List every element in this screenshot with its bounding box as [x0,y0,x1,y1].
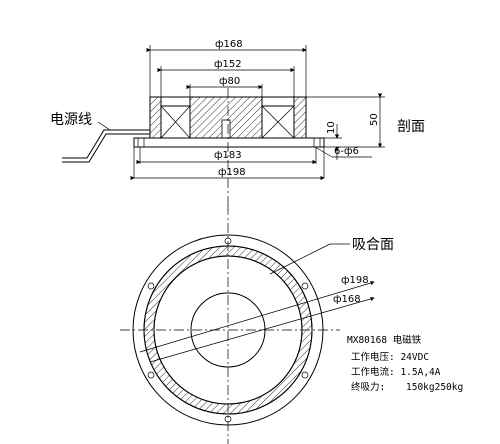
bolt-hole [224,237,232,245]
section-view: ф168 ф152 ф80 [50,39,425,210]
label-section: 剖面 [397,119,425,135]
coil-circle [153,255,303,405]
bolt-hole [147,371,155,379]
label-wire: 电源线 [50,112,92,128]
center-bore [221,119,231,139]
bolt-hole [147,282,155,290]
spec-voltage: 工作电压: 24VDC [351,351,429,363]
dim-d152: ф152 [157,59,295,97]
label-d183: ф183 [214,150,242,161]
plan-dim-d168: ф168 [149,294,375,363]
outer-wall-left [149,96,162,139]
power-wire: 电源线 [50,112,150,163]
outer-wall-right [293,96,307,139]
face-leader: 吸合面 [269,237,394,275]
spec-block: MX80168 电磁铁 工作电压: 24VDC 工作电流: 1.5A,4A 终吸… [347,334,463,393]
coil-left [160,105,191,139]
plan-label-d198: ф198 [341,275,369,286]
outer-flange-circle [132,234,324,426]
bolt-hole [301,282,309,290]
dim-d183: ф183 [136,147,317,165]
coil-right [261,105,295,139]
spec-force-label: 终吸力: [351,381,385,393]
dim-h10: 10 [324,121,342,160]
spec-model: MX80168 电磁铁 [347,334,422,346]
dim-d168: ф168 [146,39,307,97]
base-flange [133,137,325,148]
label-d198: ф198 [218,167,246,178]
center-pole [190,292,266,368]
label-h10: 10 [326,121,337,134]
label-face: 吸合面 [352,237,394,253]
bolt-hole [224,415,232,423]
label-d168: ф168 [215,39,243,50]
dim-d80: ф80 [186,76,263,97]
label-h50: 50 [369,113,380,126]
spec-force-value: 150kg250kg [406,382,463,393]
dim-h50: 50 [306,93,385,148]
dim-d198: ф198 [130,167,325,181]
spec-current: 工作电流: 1.5A,4A [351,366,441,378]
label-d152: ф152 [214,59,242,70]
plan-dim-d198: ф198 [139,275,375,353]
label-d80: ф80 [219,76,240,87]
plan-view: 吸合面 ф198 ф168 [120,205,394,444]
label-holes: 6-ф6 [334,146,359,157]
bolt-hole [301,371,309,379]
bolt-holes [147,237,309,423]
dim-holes: 6-ф6 [314,146,372,158]
plan-label-d168: ф168 [333,294,361,305]
